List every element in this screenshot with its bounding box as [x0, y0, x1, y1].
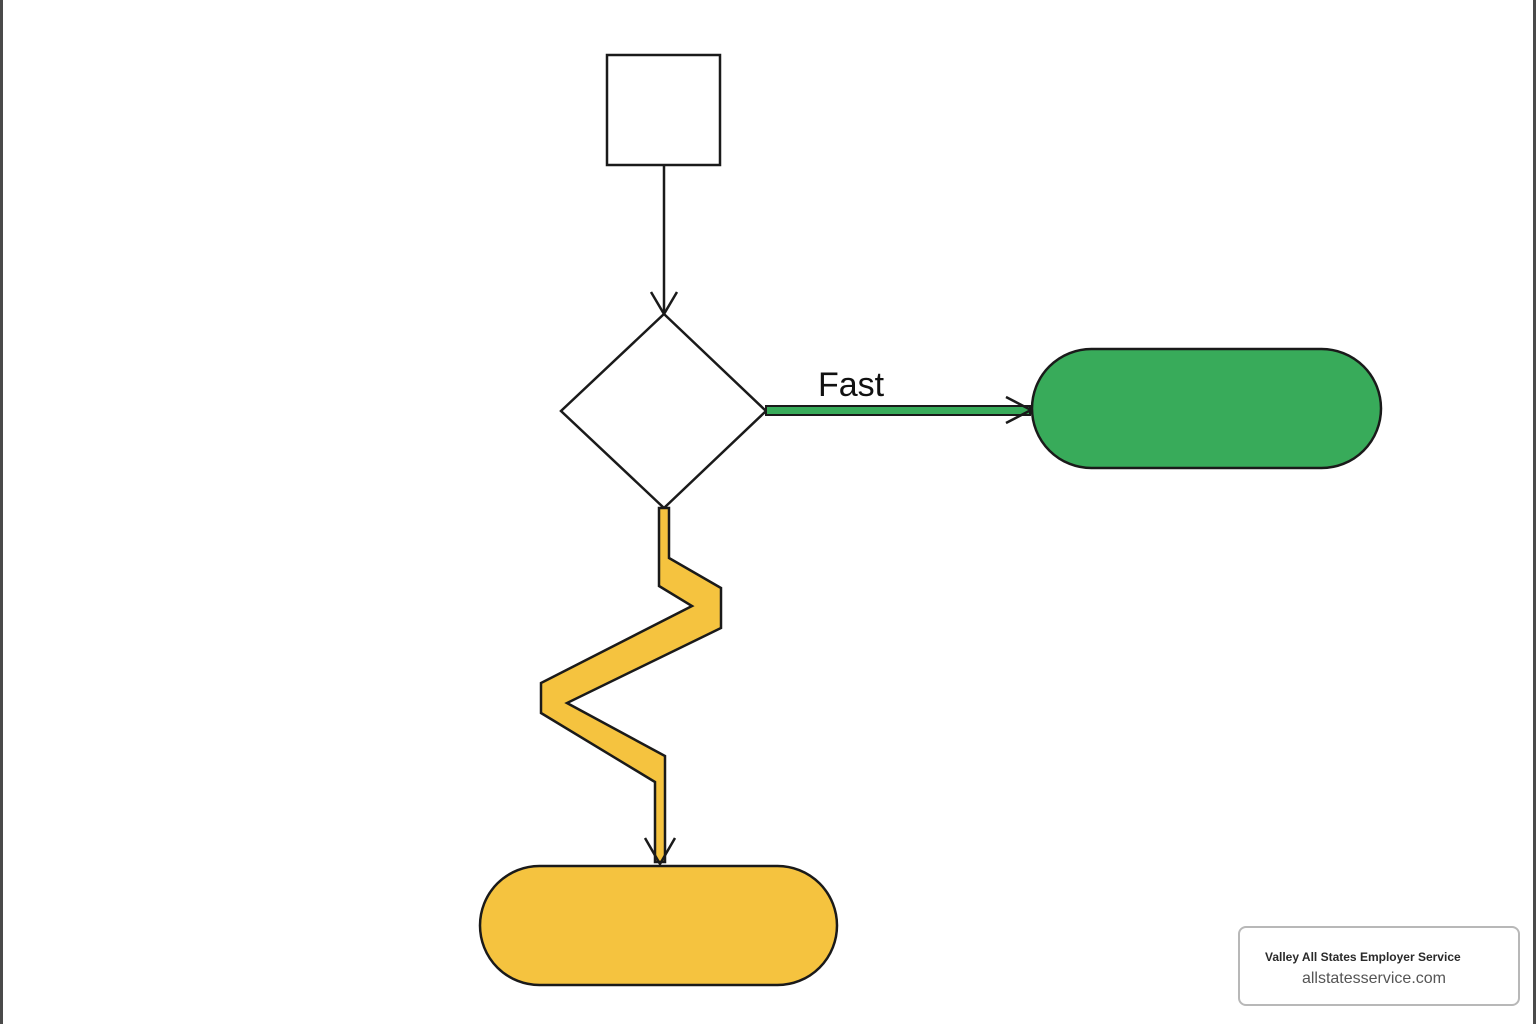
watermark-url: allstatesservice.com [1301, 970, 1446, 987]
connector-fast [765, 395, 1034, 425]
watermark-title: Valley All States Employer Service [1265, 950, 1461, 964]
connector-slow-zigzag [539, 506, 723, 867]
slow-outcome-node[interactable] [478, 864, 839, 987]
edge-label-fast: Fast [818, 366, 885, 404]
frame-border-right [1533, 0, 1536, 1024]
frame-border-left [0, 0, 3, 1024]
fast-outcome-node[interactable] [1030, 347, 1383, 470]
watermark-card: Valley All States Employer Service allst… [1238, 926, 1520, 1006]
start-node[interactable] [605, 53, 722, 167]
connector-start-to-decision [649, 165, 679, 317]
decision-node[interactable] [559, 312, 768, 510]
